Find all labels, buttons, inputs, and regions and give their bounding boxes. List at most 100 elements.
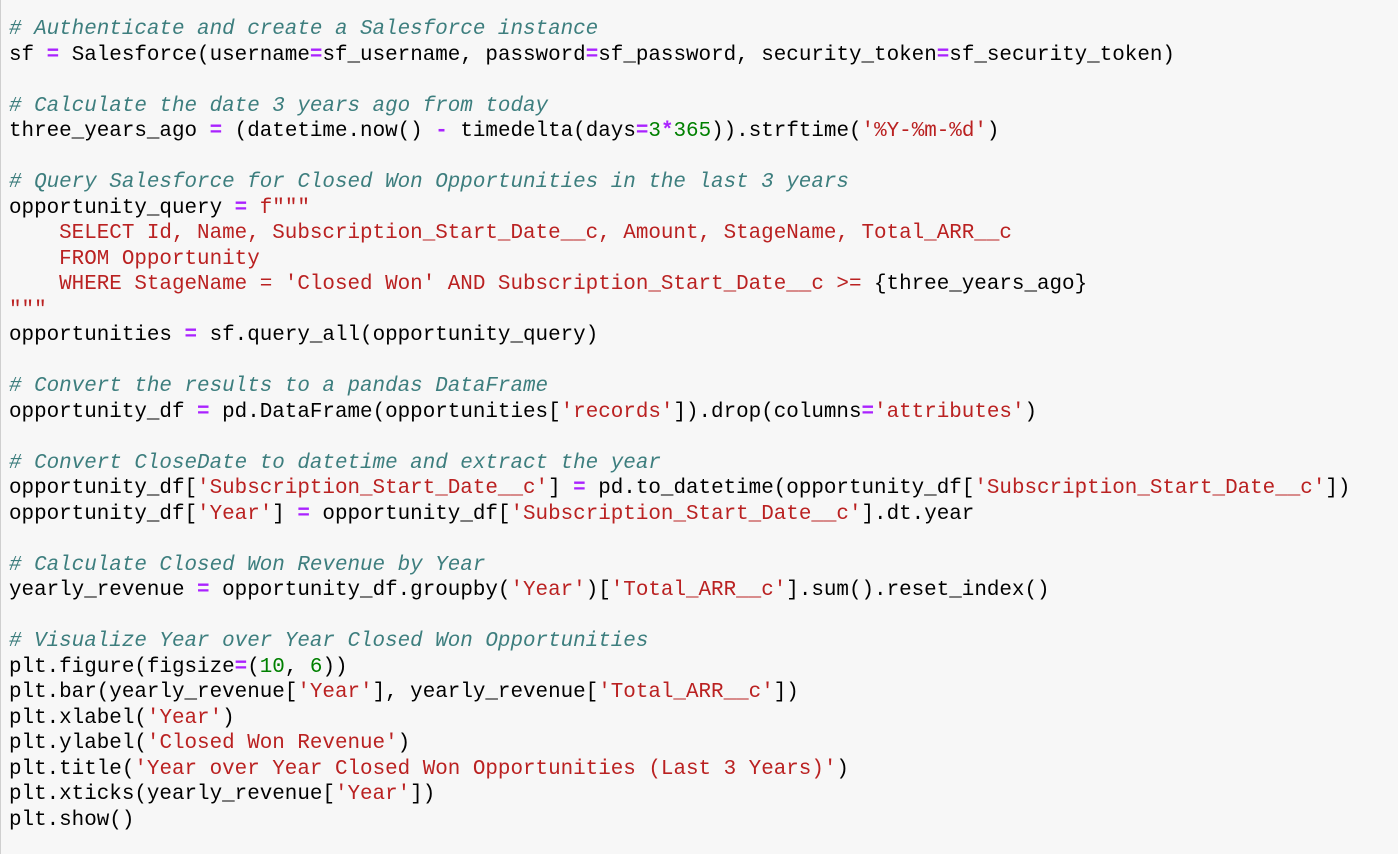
code-token: three_years_ago [9,120,210,143]
operator-token: * [660,120,674,143]
string-token: '%Y-%m-%d' [861,120,987,143]
code-token: sf_security_token) [949,43,1175,67]
operator-token: = [234,655,248,679]
code-line: opportunity_df['Year'] = opportunity_df[… [9,502,1350,528]
code-token: ] [272,502,298,526]
blank-line [9,349,1350,375]
code-token: ) [1024,400,1038,424]
code-token: pd.DataFrame(opportunities[ [209,400,561,424]
code-token: )[ [585,579,611,602]
code-token: )) [322,655,348,679]
operator-token: = [861,400,875,424]
code-token: opportunity_df[ [9,502,198,526]
string-token: WHERE StageName = 'Closed Won' AND Subsc… [9,273,875,296]
comment-token: # Query Salesforce for Closed Won Opport… [9,171,849,194]
code-token: plt.show() [9,808,135,832]
code-token: ) [397,732,411,755]
string-token: f""" [259,196,310,220]
code-token: ]) [1325,477,1351,500]
code-token: opportunity_df [9,400,198,424]
operator-token: = [635,120,649,143]
code-token: sf.query_all(opportunity_query) [197,324,599,347]
code-line: FROM Opportunity [9,247,1350,273]
code-comment-line: # Calculate the date 3 years ago from to… [9,94,1350,120]
operator-token: = [184,324,198,347]
code-token: {three_years_ago} [874,273,1088,296]
code-token: pd.to_datetime(opportunity_df[ [585,477,975,500]
code-line: opportunities = sf.query_all(opportunity… [9,323,1350,349]
code-token: sf [9,43,47,67]
string-token: 'Subscription_Start_Date__c' [197,477,549,500]
code-token: plt.title( [9,757,135,781]
comment-token: # Authenticate and create a Salesforce i… [9,18,599,41]
code-comment-line: # Convert the results to a pandas DataFr… [9,374,1350,400]
code-editor[interactable]: # Authenticate and create a Salesforce i… [9,17,1350,833]
string-token: 'Total_ARR__c' [610,579,787,602]
number-token: 3 [648,120,661,143]
code-token: plt.xticks(yearly_revenue[ [9,783,335,806]
operator-token: = [573,477,586,500]
code-token: plt.bar(yearly_revenue[ [9,681,298,704]
code-token: ]).drop(columns [673,400,862,424]
string-token: 'Year' [510,579,586,602]
string-token: 'Closed Won Revenue' [146,732,398,755]
code-line: yearly_revenue = opportunity_df.groupby(… [9,578,1350,604]
blank-line [9,68,1350,94]
code-token: opportunity_df[ [309,502,511,526]
code-line: opportunity_df = pd.DataFrame(opportunit… [9,400,1350,426]
string-token: 'Total_ARR__c' [598,681,774,704]
code-token: plt.xlabel( [9,706,147,730]
code-token: opportunities [9,324,185,347]
string-token: 'records' [560,400,674,424]
code-comment-line: # Convert CloseDate to datetime and extr… [9,451,1350,477]
operator-token: = [197,579,210,602]
code-comment-line: # Authenticate and create a Salesforce i… [9,17,1350,43]
operator-token: = [585,43,599,67]
blank-line [9,604,1350,630]
code-line: plt.bar(yearly_revenue['Year'], yearly_r… [9,680,1350,706]
code-line: opportunity_df['Subscription_Start_Date_… [9,476,1350,502]
code-token: ]) [773,681,799,704]
comment-token: # Convert CloseDate to datetime and extr… [9,451,661,475]
code-line: plt.xlabel('Year') [9,706,1350,732]
code-line: plt.show() [9,808,1350,834]
string-token: 'Year' [334,783,411,806]
string-token: 'Year' [197,502,273,526]
code-token: Salesforce(username [59,43,310,67]
code-token: )).strftime( [711,120,862,143]
string-token: 'Year over Year Closed Won Opportunities… [134,757,837,781]
code-comment-line: # Query Salesforce for Closed Won Opport… [9,170,1350,196]
code-line: WHERE StageName = 'Closed Won' AND Subsc… [9,272,1350,298]
operator-token: - [435,120,448,143]
code-token: , [284,655,310,679]
operator-token: = [309,43,323,67]
code-token: ) [986,120,1000,143]
comment-token: # Convert the results to a pandas DataFr… [9,375,549,398]
operator-token: = [197,400,210,424]
number-token: 365 [673,120,712,143]
code-token: ) [222,706,235,730]
code-line: sf = Salesforce(username=sf_username, pa… [9,43,1350,69]
number-token: 6 [309,655,323,679]
blank-line [9,425,1350,451]
code-comment-line: # Visualize Year over Year Closed Won Op… [9,629,1350,655]
code-token: ( [247,655,260,679]
code-line: plt.xticks(yearly_revenue['Year']) [9,782,1350,808]
code-token: opportunity_df.groupby( [209,579,511,602]
code-line: three_years_ago = (datetime.now() - time… [9,119,1350,145]
operator-token: = [936,43,950,67]
string-token: SELECT Id, Name, Subscription_Start_Date… [9,222,1012,245]
operator-token: = [234,196,248,220]
code-comment-line: # Calculate Closed Won Revenue by Year [9,553,1350,579]
code-token: ].sum().reset_index() [786,579,1050,602]
code-token: plt.figure(figsize [9,655,235,679]
string-token: FROM Opportunity [9,247,260,271]
string-token: 'attributes' [874,400,1025,424]
operator-token: = [46,43,60,67]
code-line: SELECT Id, Name, Subscription_Start_Date… [9,221,1350,247]
code-token: yearly_revenue [9,579,198,602]
string-token: 'Year' [146,706,223,730]
code-line: plt.title('Year over Year Closed Won Opp… [9,757,1350,783]
operator-token: = [209,120,223,143]
